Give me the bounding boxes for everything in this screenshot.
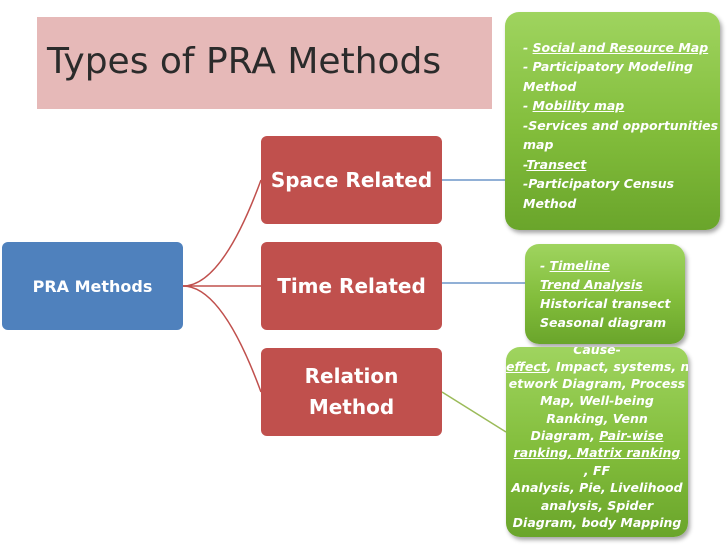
connector-root-space (182, 179, 262, 287)
link-cause-effect[interactable]: effect (506, 359, 547, 374)
category-space-related: Space Related (261, 136, 442, 224)
space-method-line: -Participatory Census (523, 176, 675, 191)
category-label: Time Related (277, 273, 426, 298)
time-method-line: Trend Analysis (540, 275, 643, 294)
relation-method-line: , FF (583, 463, 611, 478)
time-methods-box: - Timeline Trend Analysis Historical tra… (525, 244, 685, 344)
link-timeline[interactable]: Timeline (549, 258, 610, 273)
link-matrix-ranking[interactable]: ranking, Matrix ranking (513, 445, 681, 460)
link-trend-analysis[interactable]: Trend Analysis (540, 277, 643, 292)
root-label: PRA Methods (32, 276, 153, 296)
relation-method-line: Diagram, Pair-wise (530, 428, 664, 443)
category-relation-method: Relation Method (261, 348, 442, 436)
relation-method-line: Ranking, Venn (546, 411, 648, 426)
relation-methods-box: Cause- effect, Impact, systems, n etwork… (506, 347, 688, 537)
space-method-line: - Mobility map (523, 98, 625, 113)
relation-method-line: etwork Diagram, Process (508, 376, 686, 391)
time-method-line: Seasonal diagram (540, 315, 667, 330)
space-method-line: - Participatory Modeling (523, 59, 693, 74)
connector-relation-methods (441, 391, 507, 433)
link-pair-wise[interactable]: Pair-wise (599, 428, 664, 443)
connector-root-relation (182, 285, 262, 393)
category-time-related: Time Related (261, 242, 442, 330)
relation-method-line: ranking, Matrix ranking (506, 444, 688, 463)
space-method-line: -Transect (523, 157, 587, 172)
relation-method-line: analysis, Spider (540, 498, 654, 513)
page-title: Types of PRA Methods (47, 41, 442, 82)
relation-method-line: Diagram, body Mapping (512, 515, 682, 530)
category-label-line2: Method (308, 395, 395, 419)
time-method-line: Historical transect (540, 296, 671, 311)
relation-method-line: Analysis, Pie, Livelihood (511, 480, 683, 495)
time-method-line: - Timeline (540, 258, 610, 273)
relation-method-line: effect, Impact, systems, n (506, 359, 688, 374)
space-method-line: - Social and Resource Map (523, 40, 709, 55)
link-transect[interactable]: Transect (526, 157, 587, 172)
category-label: Space Related (270, 167, 433, 192)
space-method-line: map (523, 137, 554, 152)
link-mobility-map[interactable]: Mobility map (532, 98, 625, 113)
space-method-line: Method (523, 196, 577, 211)
relation-method-line: Map, Well-being (540, 393, 654, 408)
title-banner (37, 17, 492, 109)
relation-method-line: Cause- (573, 347, 621, 357)
category-label-line1: Relation (304, 364, 399, 388)
root-node-pra-methods: PRA Methods (2, 242, 183, 330)
space-methods-box: - Social and Resource Map - Participator… (505, 12, 720, 230)
space-method-line: -Services and opportunities (523, 118, 719, 133)
link-social-resource-map[interactable]: Social and Resource Map (532, 40, 709, 55)
space-method-line: Method (523, 79, 577, 94)
